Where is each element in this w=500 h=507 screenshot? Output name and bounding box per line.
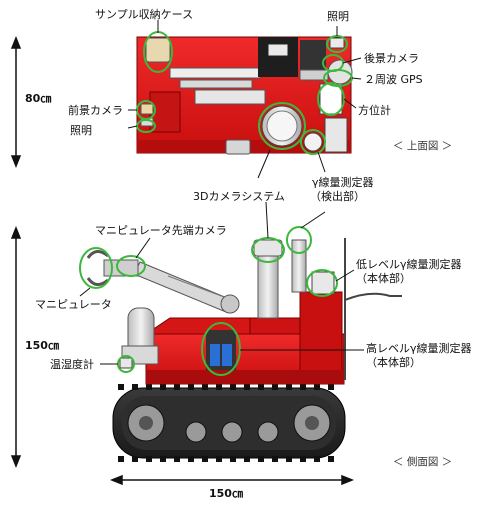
height-dim-side — [10, 225, 22, 469]
side-view — [86, 238, 402, 462]
label-rear-camera: 後景カメラ — [364, 52, 419, 65]
label-front-camera: 前景カメラ — [68, 104, 123, 117]
top-view — [136, 36, 353, 155]
label-thermo-hygro: 温湿度計 — [50, 358, 94, 371]
label-manip-tip-camera: マニピュレータ先端カメラ — [95, 224, 227, 237]
label-high-gamma-2: （本体部） — [366, 356, 421, 369]
side-view-highlights — [79, 226, 338, 376]
label-top-view: ＜ 上面図 ＞ — [393, 140, 453, 152]
label-compass: 方位計 — [358, 104, 391, 117]
side-view-leaders — [79, 201, 364, 365]
dim-height-top: 80㎝ — [25, 92, 52, 105]
label-manipulator: マニピュレータ — [35, 298, 112, 311]
height-dim-top — [10, 35, 22, 169]
dim-height-side: 150㎝ — [25, 339, 59, 352]
label-gamma-detector-2: （検出部） — [310, 190, 365, 203]
dim-length-side: 150㎝ — [209, 487, 243, 500]
label-gps: ２周波 GPS — [364, 73, 423, 86]
label-light-front: 照明 — [70, 124, 92, 137]
label-low-gamma-2: （本体部） — [356, 272, 411, 285]
label-high-gamma-1: 高レベルγ線量測定器 — [366, 342, 472, 355]
label-sample-case: サンプル収納ケース — [95, 8, 194, 21]
label-3d-camera: 3Dカメラシステム — [193, 190, 285, 203]
length-dim-side — [109, 474, 355, 486]
label-light-top: 照明 — [327, 10, 349, 23]
label-low-gamma-1: 低レベルγ線量測定器 — [356, 258, 462, 271]
label-gamma-detector-1: γ線量測定器 — [312, 176, 374, 189]
top-view-leaders — [127, 20, 362, 179]
label-side-view: ＜ 側面図 ＞ — [393, 456, 453, 468]
